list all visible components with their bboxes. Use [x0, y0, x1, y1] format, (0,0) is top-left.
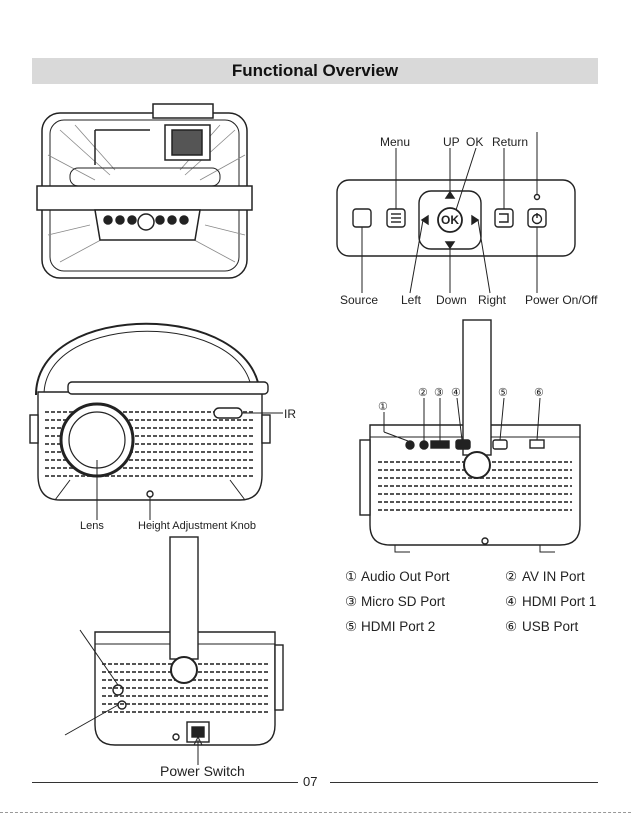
left-label: Left — [401, 293, 421, 307]
knob-label: Height Adjustment Knob — [138, 520, 256, 532]
port-3-name: Micro SD Port — [361, 594, 445, 609]
power-switch-label: Power Switch — [160, 763, 245, 779]
port-5-num: ⑤ — [345, 619, 357, 635]
callout-5: ⑤ — [498, 386, 508, 399]
port-6-name: USB Port — [522, 619, 578, 634]
footer-rule-left — [32, 782, 298, 783]
ir-label: IR — [284, 407, 296, 421]
port-1-num: ① — [345, 569, 357, 585]
down-label: Down — [436, 293, 467, 307]
port-4-name: HDMI Port 1 — [522, 594, 596, 609]
callout-6: ⑥ — [534, 386, 544, 399]
port-6-num: ⑥ — [505, 619, 517, 635]
cut-line — [0, 812, 631, 813]
section-title-bar: Functional Overview — [32, 58, 598, 84]
up-label: UP — [443, 135, 460, 149]
callout-4: ④ — [451, 386, 461, 399]
callout-2: ② — [418, 386, 428, 399]
port-1-name: Audio Out Port — [361, 569, 450, 584]
page-title: Functional Overview — [232, 61, 398, 81]
ok-label: OK — [466, 135, 483, 149]
power-label: Power On/Off — [525, 293, 597, 307]
ok-button-glyph: OK — [441, 213, 459, 227]
footer-rule-right — [330, 782, 598, 783]
port-2-num: ② — [505, 569, 517, 585]
callout-3: ③ — [434, 386, 444, 399]
port-2-name: AV IN Port — [522, 569, 585, 584]
callout-1: ① — [378, 400, 388, 413]
menu-label: Menu — [380, 135, 410, 149]
port-3-num: ③ — [345, 594, 357, 610]
lens-label: Lens — [80, 520, 104, 532]
return-label: Return — [492, 135, 528, 149]
port-4-num: ④ — [505, 594, 517, 610]
page-number: 07 — [303, 774, 317, 789]
port-5-name: HDMI Port 2 — [361, 619, 435, 634]
right-label: Right — [478, 293, 506, 307]
source-label: Source — [340, 293, 378, 307]
